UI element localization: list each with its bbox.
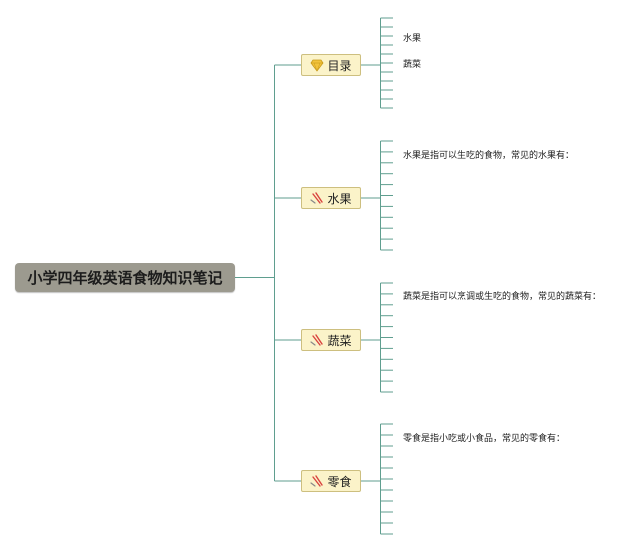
branch-topic-label: 蔬菜 [327, 333, 352, 348]
diamond-icon [310, 58, 324, 72]
branch-topic-fruit[interactable]: 水果 [301, 187, 361, 209]
note-item[interactable]: 水果 [403, 34, 422, 44]
note-item[interactable]: 零食是指小吃或小食品，常见的零食有： [403, 434, 566, 444]
note-item[interactable]: 蔬菜是指可以烹调或生吃的食物，常见的蔬菜有： [403, 292, 602, 302]
chopsticks-icon [310, 333, 324, 347]
note-item[interactable]: 水果是指可以生吃的食物，常见的水果有： [403, 151, 575, 161]
root-topic-label: 小学四年级英语食物知识笔记 [27, 269, 223, 287]
branch-topic-snacks[interactable]: 零食 [301, 470, 361, 492]
branch-topic-contents[interactable]: 目录 [301, 54, 361, 76]
branch-topic-label: 零食 [327, 474, 352, 489]
branch-topic-label: 水果 [327, 191, 352, 206]
chopsticks-icon [310, 474, 324, 488]
branch-topic-label: 目录 [327, 58, 352, 73]
root-topic[interactable]: 小学四年级英语食物知识笔记 [15, 263, 235, 292]
chopsticks-icon [310, 191, 324, 205]
branch-topic-vegetables[interactable]: 蔬菜 [301, 329, 361, 351]
note-item[interactable]: 蔬菜 [403, 60, 422, 70]
